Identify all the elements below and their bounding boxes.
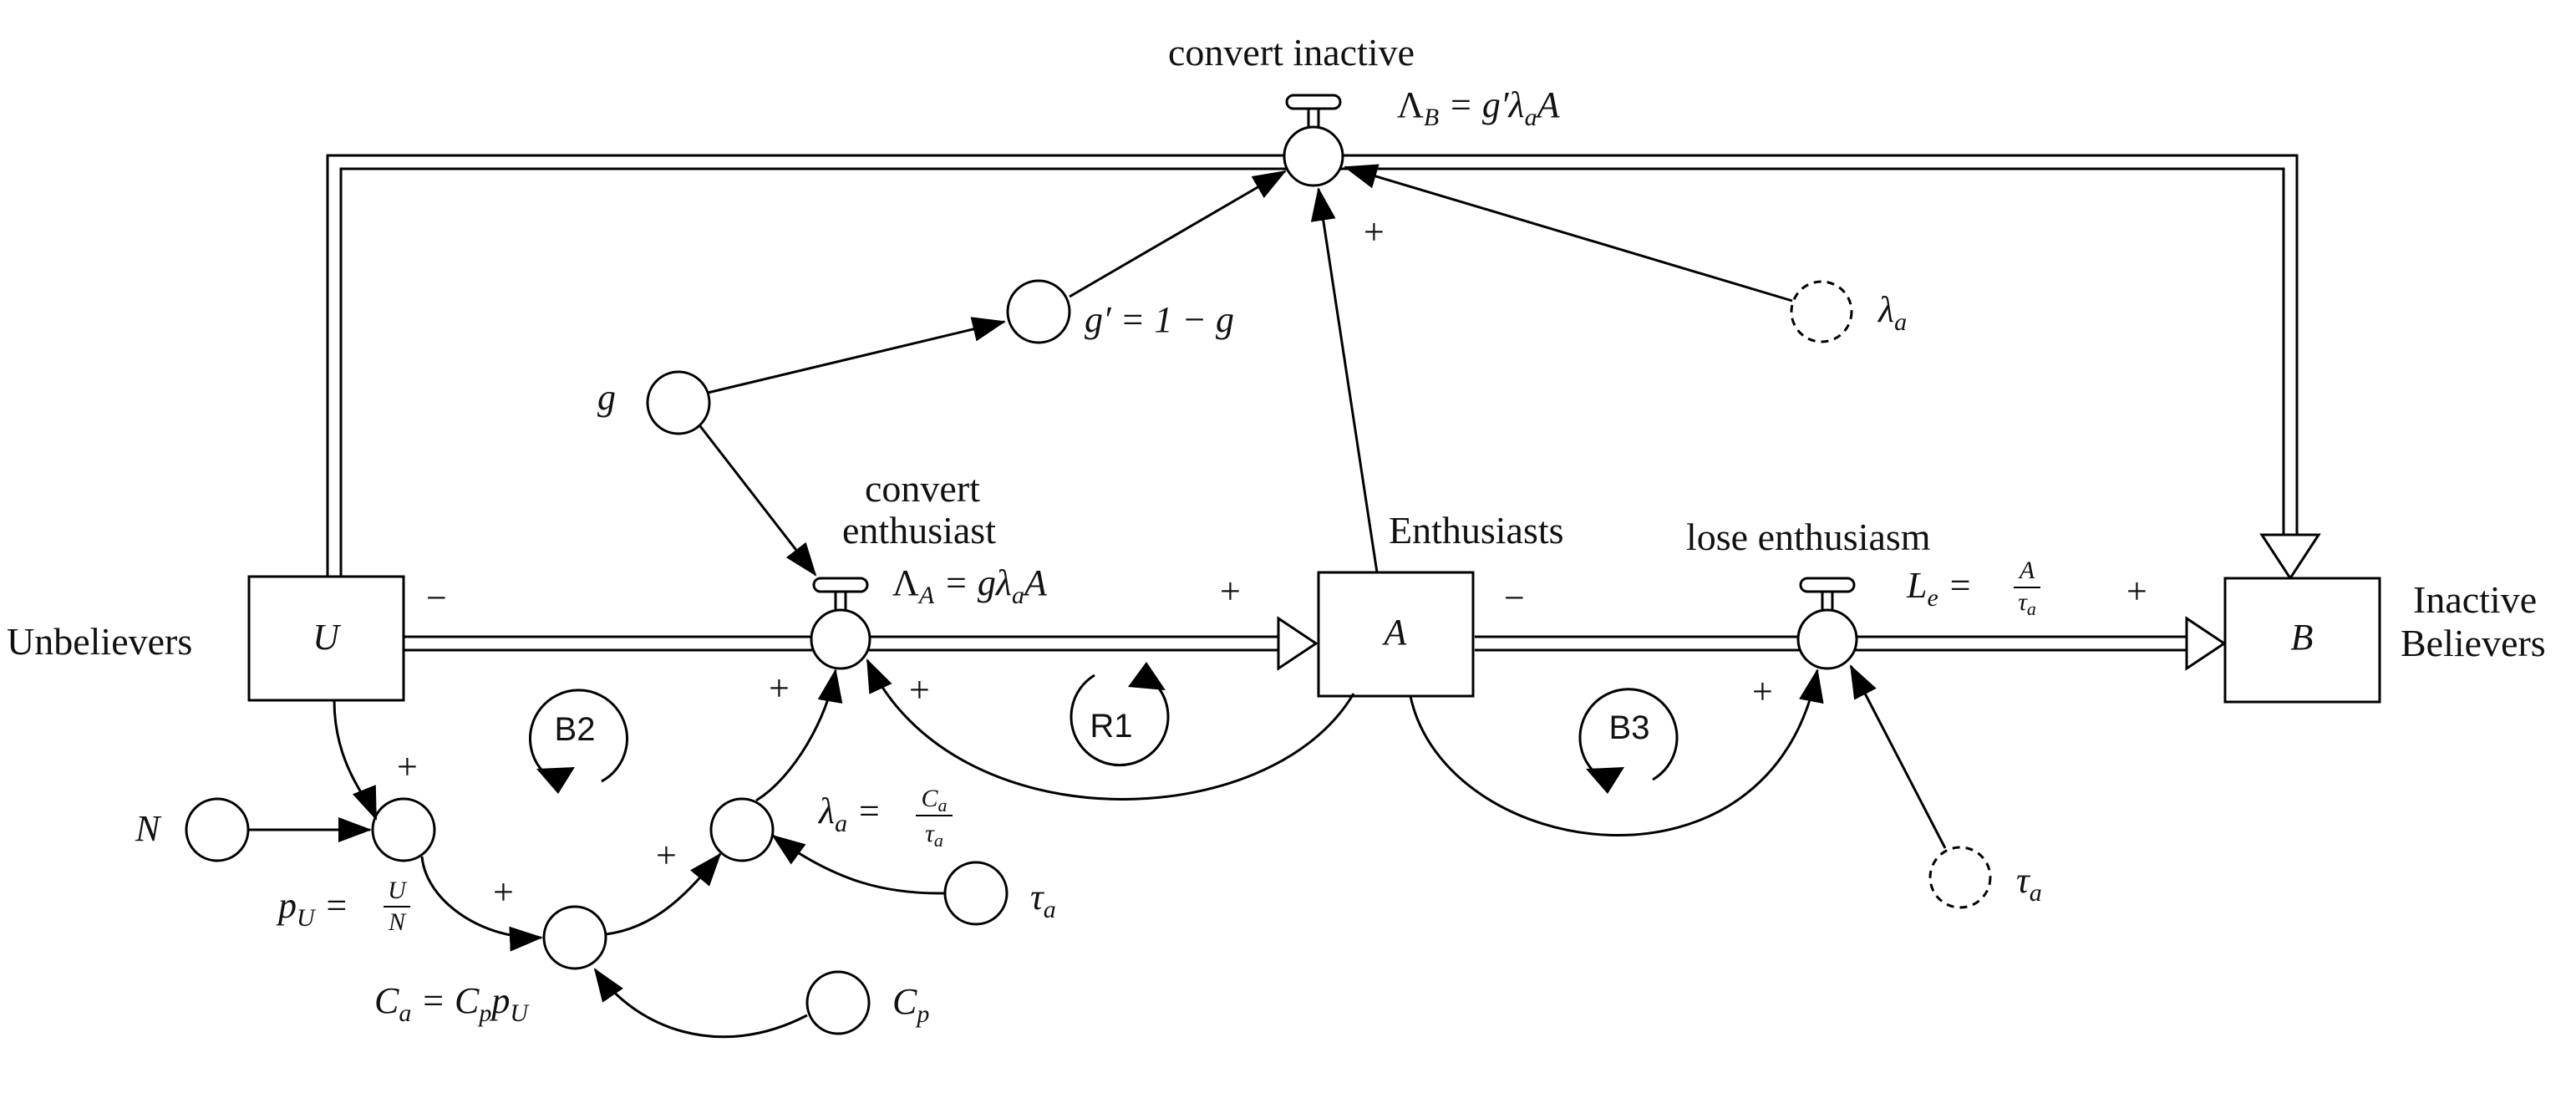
link-g-to-gprime xyxy=(707,317,1006,394)
svg-text:B2: B2 xyxy=(555,711,596,748)
svg-text:B3: B3 xyxy=(1609,709,1650,746)
stock-unbelievers-symbol: U xyxy=(312,617,342,658)
aux-N-label: N xyxy=(135,808,162,849)
polarity-minus: − xyxy=(426,577,447,618)
link-g-to-convert-enthusiast xyxy=(699,425,817,577)
svg-text:τa: τa xyxy=(2018,588,2036,619)
svg-text:λa =: λa = xyxy=(817,791,882,837)
aux-N xyxy=(185,797,250,862)
stock-inactive-label-2: Believers xyxy=(2401,622,2546,664)
convert-inactive-label: convert inactive xyxy=(1168,31,1415,74)
aux-tau-a-right xyxy=(1928,846,1992,909)
polarity-plus: + xyxy=(493,872,514,913)
valve-lose-enthusiasm xyxy=(1796,577,1858,670)
lose-enthusiasm-label: lose enthusiasm xyxy=(1686,516,1931,558)
aux-tau-a-right-label: τa xyxy=(2016,860,2042,907)
polarity-plus: + xyxy=(656,835,677,876)
polarity-minus: − xyxy=(1504,577,1525,618)
svg-text:N: N xyxy=(388,908,407,936)
convert-enthusiast-label-2: enthusiast xyxy=(842,509,996,552)
svg-text:Le =: Le = xyxy=(1906,565,1973,612)
svg-text:τa: τa xyxy=(925,820,943,851)
polarity-plus: + xyxy=(1220,571,1241,612)
convert-enthusiast-label-1: convert xyxy=(865,467,980,510)
aux-tau-a-label: τa xyxy=(1030,877,1056,923)
loop-r1: R1 xyxy=(1070,662,1170,767)
aux-lambda-a-top xyxy=(1790,280,1853,343)
aux-C-p-label: Cp xyxy=(892,981,929,1028)
link-gprime-to-convert-inactive xyxy=(1069,170,1287,298)
svg-text:A: A xyxy=(2018,557,2035,584)
stock-enthusiasts xyxy=(1317,571,1475,698)
aux-g-prime xyxy=(1006,279,1071,344)
link-tau-to-lose-enthusiasm xyxy=(1849,664,1947,849)
aux-lambda-a-top-label: λa xyxy=(1877,289,1907,336)
aux-tau-a xyxy=(943,861,1009,926)
link-a-to-convert-inactive xyxy=(1310,187,1379,573)
aux-C-a-label: Ca = CppU xyxy=(374,980,530,1027)
convert-inactive-equation: ΛB = g′λaA xyxy=(1397,84,1561,131)
link-a-to-lose-enthusiasm xyxy=(1409,669,1824,836)
stock-unbelievers xyxy=(247,575,405,702)
loop-b2: B2 xyxy=(529,689,628,794)
link-lambda-to-convert-enthusiast xyxy=(755,669,843,802)
polarity-plus: + xyxy=(1752,671,1773,712)
aux-g-prime-label: g′ = 1 − g xyxy=(1085,299,1234,340)
stock-enthusiasts-label: Enthusiasts xyxy=(1389,509,1564,552)
convert-enthusiast-equation: ΛA = gλaA xyxy=(892,562,1048,609)
stock-inactive-symbol: B xyxy=(2291,617,2314,658)
polarity-plus: + xyxy=(2126,571,2147,612)
polarity-plus: + xyxy=(1364,211,1385,252)
stock-inactive-label-1: Inactive xyxy=(2413,578,2537,621)
link-tau-to-lambda xyxy=(771,834,946,895)
link-pu-to-ca xyxy=(420,856,543,952)
stock-unbelievers-label: Unbelievers xyxy=(7,620,192,663)
link-u-to-pu xyxy=(333,699,378,821)
valve-convert-enthusiast xyxy=(810,577,871,670)
aux-g xyxy=(646,370,711,435)
aux-C-a xyxy=(542,905,607,970)
aux-p-U xyxy=(371,797,436,862)
link-lambda-to-convert-inactive xyxy=(1344,164,1793,302)
aux-g-label: g xyxy=(597,377,616,418)
valve-convert-inactive xyxy=(1283,94,1344,187)
svg-text:Ca: Ca xyxy=(921,785,947,816)
link-cp-to-ca xyxy=(593,968,808,1039)
lose-enthusiasm-equation: Le = A τa xyxy=(1906,557,2040,619)
aux-lambda-a xyxy=(709,797,775,862)
aux-lambda-a-label: λa = Ca τa xyxy=(817,785,953,851)
polarity-plus: + xyxy=(397,746,418,787)
aux-p-U-label: pU = U N xyxy=(276,877,410,936)
aux-C-p xyxy=(805,970,871,1035)
stock-inactive-believers xyxy=(2223,577,2381,704)
svg-text:R1: R1 xyxy=(1090,708,1132,745)
link-ca-to-lambda xyxy=(605,852,722,936)
stock-enthusiasts-symbol: A xyxy=(1382,612,1408,653)
loop-b3: B3 xyxy=(1578,688,1679,794)
polarity-plus: + xyxy=(769,668,790,709)
svg-text:U: U xyxy=(388,877,408,904)
svg-text:pU =: pU = xyxy=(276,885,348,932)
link-a-to-convert-enthusiast xyxy=(866,658,1355,801)
polarity-plus: + xyxy=(909,669,930,710)
